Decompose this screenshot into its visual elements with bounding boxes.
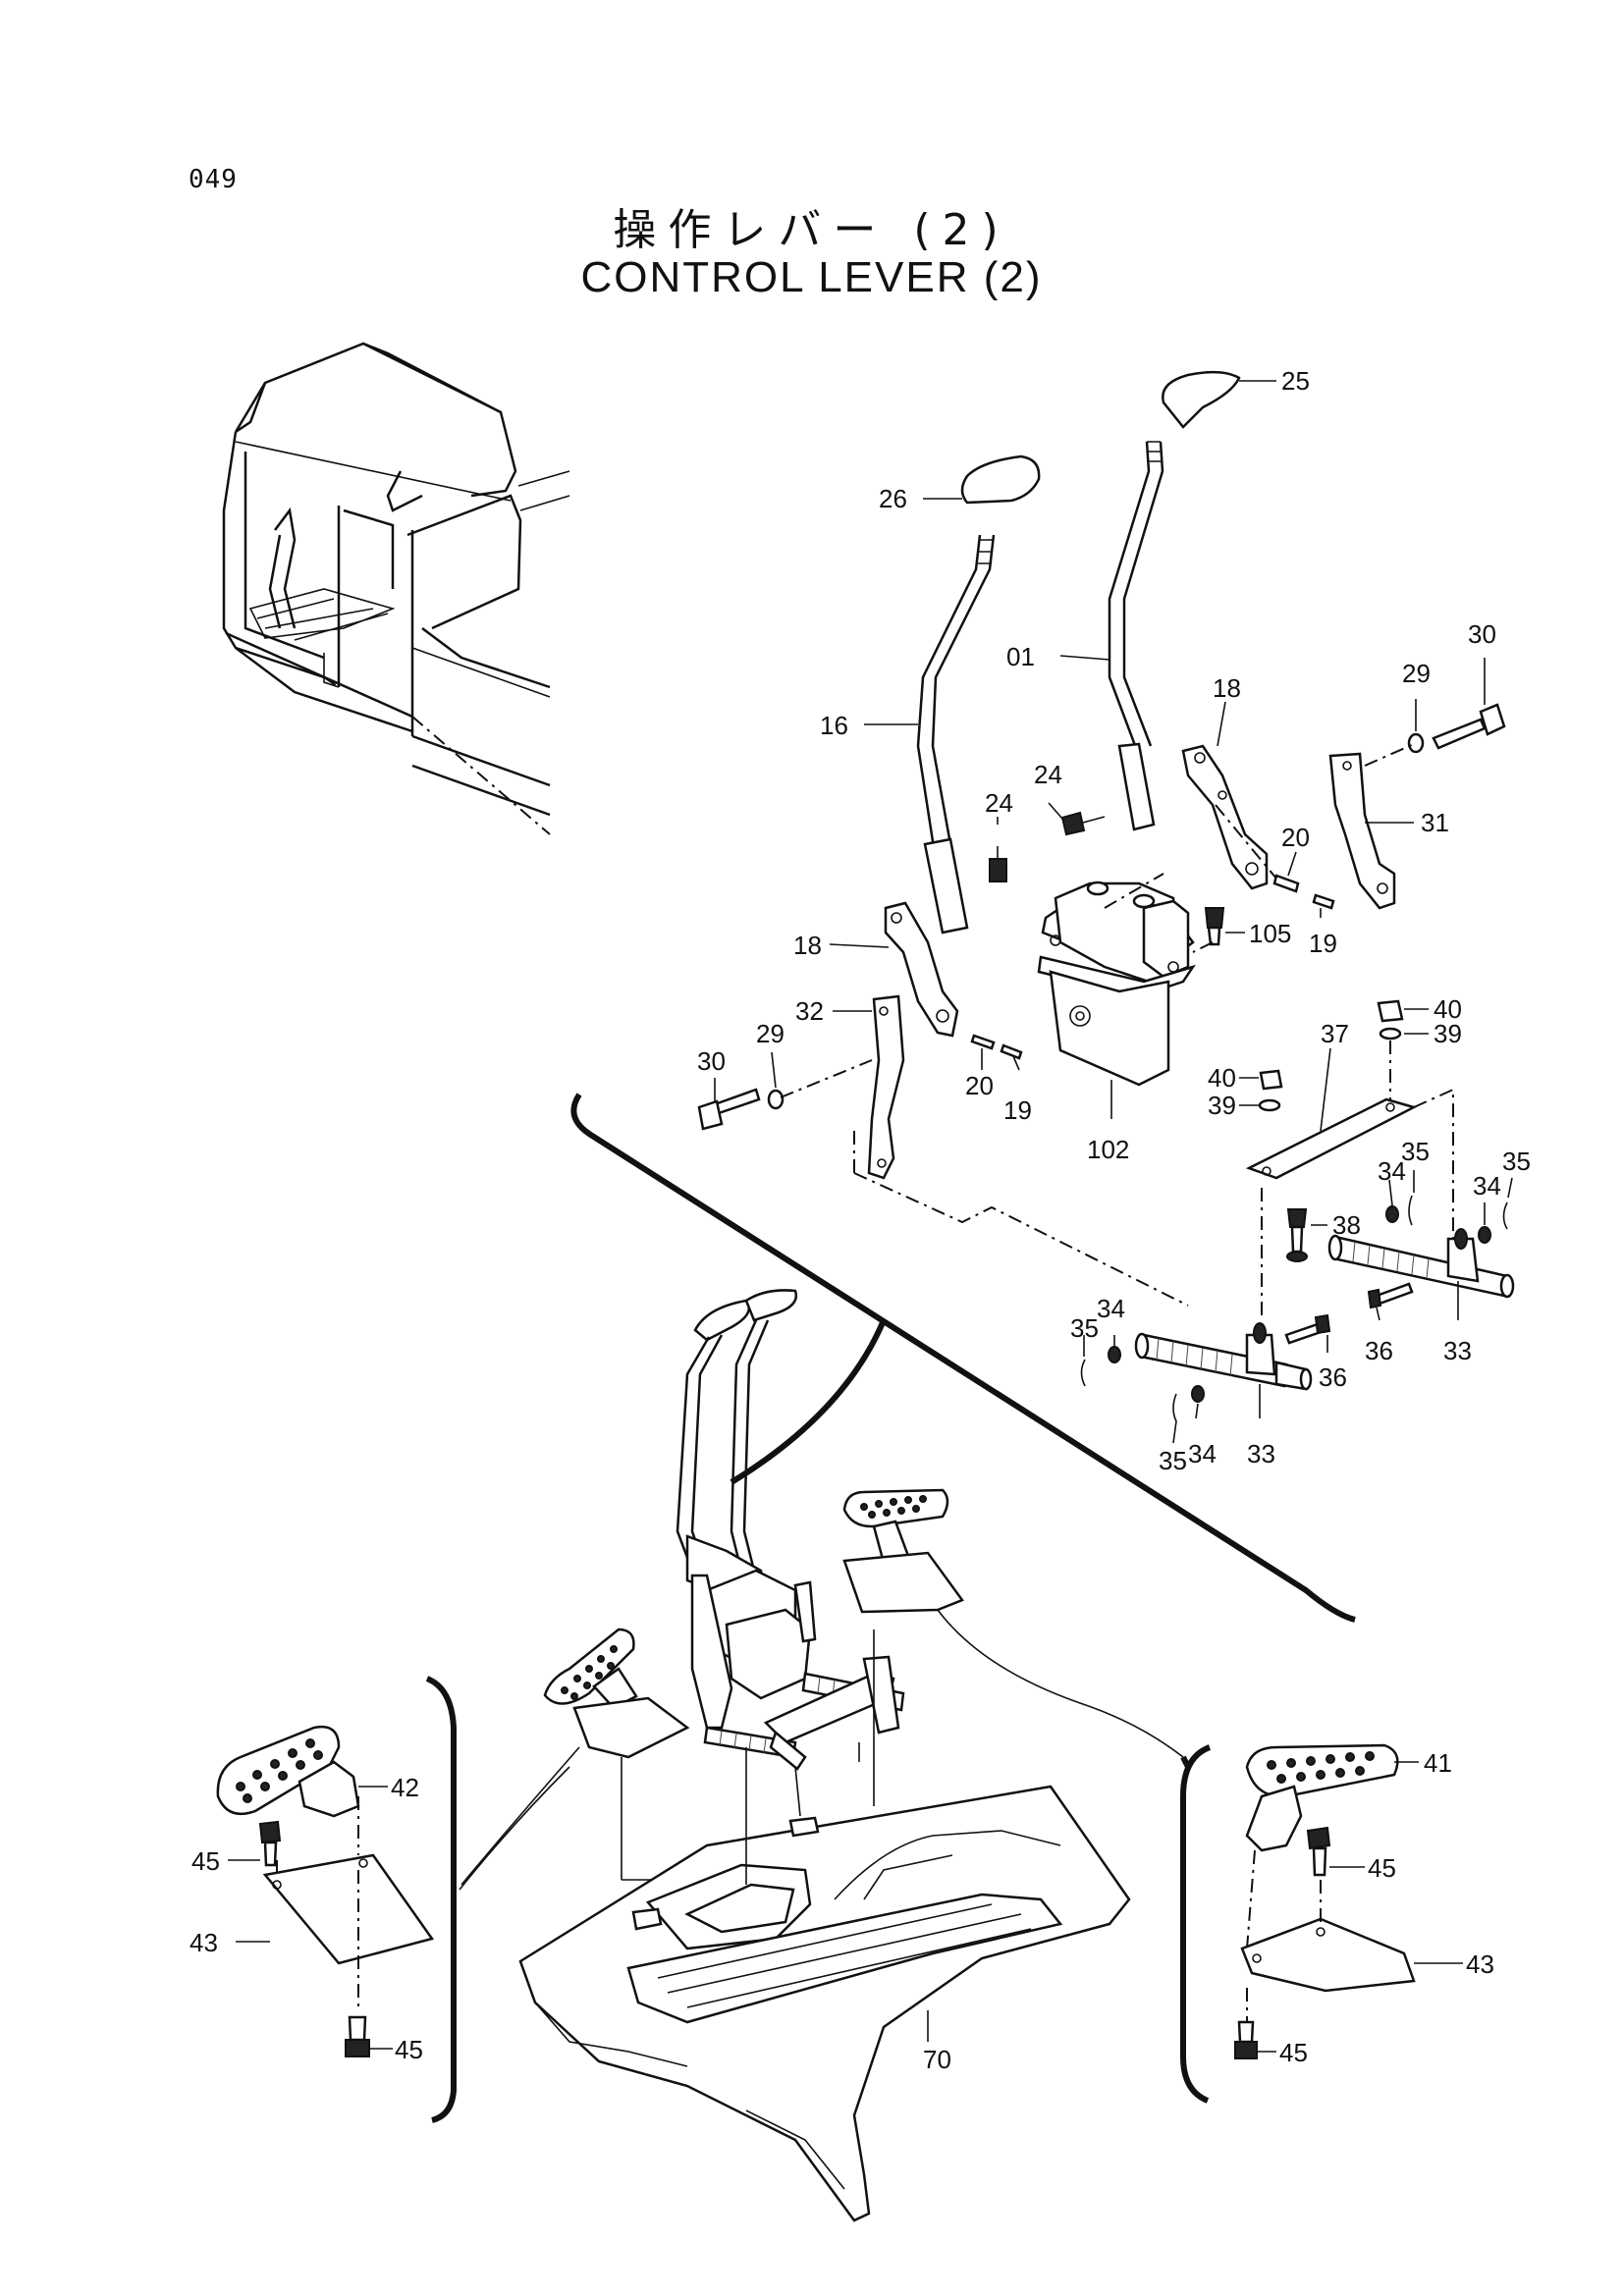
part-callouts: 25 26 01 16 24 24 18 18 29 30 31 20 19 1… [189, 366, 1531, 2074]
callout-40: 40 [1434, 994, 1462, 1024]
callout-33: 33 [1247, 1439, 1275, 1468]
callout-01: 01 [1006, 642, 1035, 671]
page-number: 049 [189, 165, 238, 194]
callout-43: 43 [1466, 1949, 1494, 1979]
title-english: CONTROL LEVER (2) [580, 253, 1043, 301]
callout-35: 35 [1401, 1137, 1430, 1166]
pilot-valve-102 [1037, 881, 1196, 1119]
callout-25: 25 [1281, 366, 1310, 396]
bracket-18-right [1181, 744, 1269, 890]
callout-32: 32 [795, 996, 824, 1026]
pedal-detail-right [1180, 1743, 1463, 2104]
title-japanese: 操作レバー (2) [613, 205, 1010, 255]
callout-30: 30 [697, 1046, 726, 1076]
callout-19: 19 [1003, 1095, 1032, 1125]
callout-29: 29 [1402, 659, 1431, 688]
callout-37: 37 [1321, 1019, 1349, 1048]
callout-19: 19 [1309, 929, 1337, 958]
callout-38: 38 [1332, 1210, 1361, 1240]
callout-39: 39 [1208, 1091, 1236, 1120]
callout-18: 18 [793, 931, 822, 960]
callout-24: 24 [985, 788, 1013, 818]
pivot-shaft-33-right [1327, 1228, 1515, 1320]
callout-41: 41 [1424, 1748, 1452, 1778]
pedal-detail-left [216, 1676, 570, 2123]
cab-overview-illustration [222, 342, 570, 835]
callout-20: 20 [1281, 823, 1310, 852]
callout-43: 43 [189, 1928, 218, 1957]
callout-42: 42 [391, 1773, 419, 1802]
callout-45: 45 [1368, 1853, 1396, 1883]
callout-35: 35 [1502, 1147, 1531, 1176]
callout-45: 45 [395, 2035, 423, 2064]
callout-45: 45 [191, 1846, 220, 1876]
upper-assembly-bracket [570, 1093, 1356, 1623]
callout-39: 39 [1434, 1019, 1462, 1048]
pedal-42 [216, 1725, 341, 1816]
floor-assembly-lower [460, 1289, 1191, 2222]
callout-102: 102 [1087, 1135, 1129, 1164]
callout-33: 33 [1443, 1336, 1472, 1365]
callout-29: 29 [756, 1019, 784, 1048]
callout-18: 18 [1213, 673, 1241, 703]
callout-34: 34 [1097, 1294, 1125, 1323]
callout-70: 70 [923, 2045, 951, 2074]
control-lever-assembly-upper [570, 370, 1515, 1623]
callout-36: 36 [1365, 1336, 1393, 1365]
callout-35: 35 [1159, 1446, 1187, 1475]
bracket-32 [867, 994, 905, 1180]
pivot-shaft-33-left [1134, 1322, 1313, 1418]
floor-plate-70 [518, 1785, 1131, 2222]
plate-43-right [1240, 1917, 1416, 1993]
callout-16: 16 [820, 711, 848, 740]
plate-43-left [262, 1853, 435, 1965]
callout-36: 36 [1319, 1362, 1347, 1392]
bracket-18-left [884, 901, 959, 1038]
callout-31: 31 [1421, 808, 1449, 837]
callout-34: 34 [1188, 1439, 1217, 1468]
callout-45: 45 [1279, 2038, 1308, 2067]
callout-26: 26 [879, 484, 907, 513]
callout-34: 34 [1378, 1156, 1406, 1186]
callout-105: 105 [1249, 919, 1291, 948]
callout-35: 35 [1070, 1313, 1099, 1343]
lever-knob-right [1162, 370, 1241, 429]
callout-34: 34 [1473, 1171, 1501, 1201]
callout-40: 40 [1208, 1063, 1236, 1093]
callout-24: 24 [1034, 760, 1062, 789]
callout-20: 20 [965, 1071, 994, 1100]
lever-knob-left [960, 454, 1041, 505]
callout-30: 30 [1468, 619, 1496, 649]
bracket-31 [1328, 752, 1396, 910]
